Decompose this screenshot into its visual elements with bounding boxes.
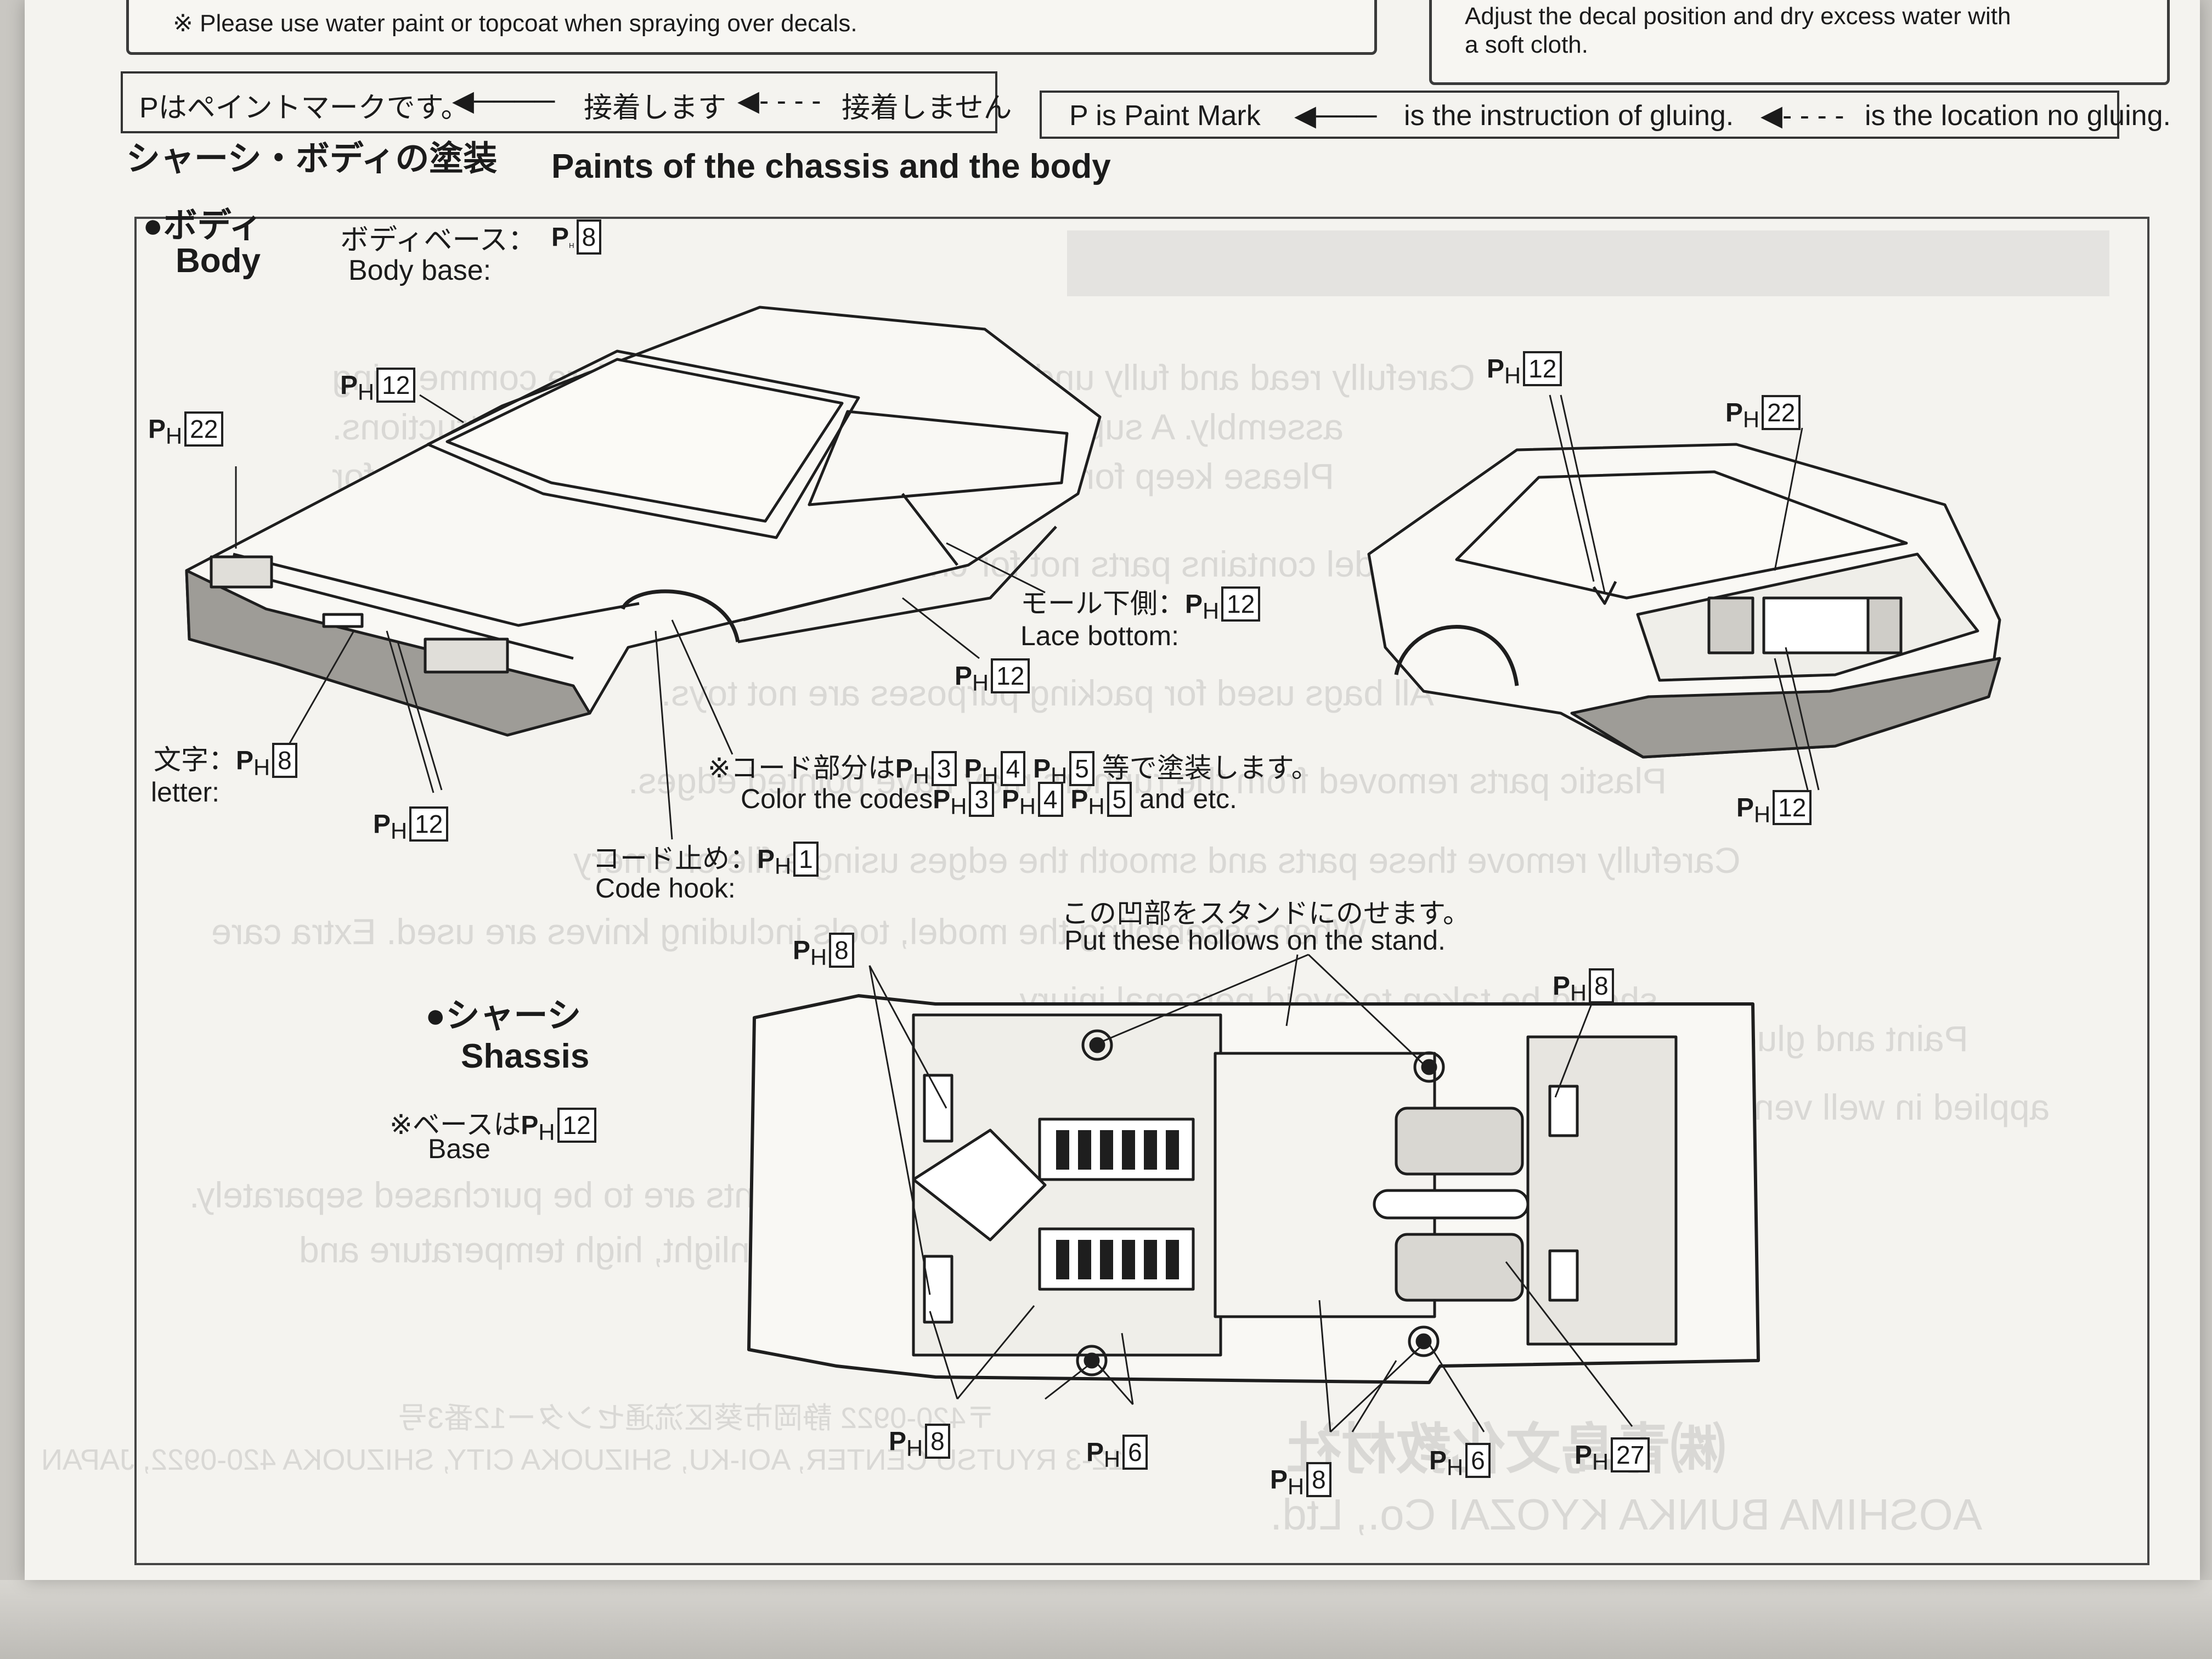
stand-note-en: Put these hollows on the stand. <box>1064 925 1446 956</box>
car-front-view <box>185 306 1102 737</box>
legend-en-paint: P is Paint Mark <box>1069 100 1261 132</box>
diagram-frame <box>134 217 2149 1565</box>
table-surface <box>0 1580 2212 1659</box>
line-art <box>185 306 2001 1433</box>
section-title-en: Paints of the chassis and the body <box>551 148 1111 185</box>
legend-jp-noglue: 接着しません <box>842 92 1012 124</box>
callout-letter-en: letter: <box>151 777 220 808</box>
legend-en-noglue: is the location no gluing. <box>1865 100 2171 132</box>
decal-note-line2: a soft cloth. <box>1465 31 1589 58</box>
stand-hollow-icons <box>1076 1029 1445 1376</box>
body-heading-en: Body <box>176 242 261 280</box>
section-title-jp: シャーシ・ボディの塗装 <box>126 140 498 178</box>
spray-note: ※ Please use water paint or topcoat when… <box>173 10 857 37</box>
body-heading-jp: ●ボディ <box>143 207 263 245</box>
leader-lines <box>235 394 1820 1433</box>
decal-note-line1: Adjust the decal position and dry excess… <box>1465 3 2011 30</box>
chassis-base-en: Base <box>428 1133 490 1164</box>
callout-lace-en: Lace bottom: <box>1020 620 1180 651</box>
arrow-dashed-icon: ◀- - - - <box>737 85 821 117</box>
chassis-plan <box>747 994 1760 1384</box>
instruction-sheet: ※ Please use water paint or topcoat when… <box>25 0 2200 1580</box>
body-base-en: Body base: <box>348 255 492 286</box>
car-rear-view <box>1367 443 2001 759</box>
legend-en: P is Paint Mark ◀─── is the instruction … <box>1040 91 2171 139</box>
arrow-dashed-icon: ◀- - - - <box>1760 100 1844 132</box>
ghost-banner <box>1067 230 2109 296</box>
legend-en-glue: is the instruction of gluing. <box>1404 100 1734 132</box>
decal-note-box: Adjust the decal position and dry excess… <box>1429 0 2170 85</box>
legend-jp-glue: 接着します <box>584 92 727 124</box>
legend-jp: Pはペイントマークです。 ◀──── 接着します ◀- - - - 接着しません <box>121 71 1012 133</box>
chassis-heading-en: Shassis <box>461 1037 590 1075</box>
chassis-slots <box>1056 1130 1179 1279</box>
body-base-jp: ボディベース： <box>340 224 537 256</box>
stand-note-jp: この凹部をスタンドにのせます。 <box>1062 898 1470 929</box>
arrow-solid-icon: ◀──── <box>452 85 555 117</box>
legend-jp-paint: Pはペイントマークです。 <box>139 92 470 124</box>
chassis-heading-jp: ●シャーシ <box>425 997 582 1035</box>
spray-note-box: ※ Please use water paint or topcoat when… <box>126 0 1377 55</box>
callout-hook-en: Code hook: <box>595 873 736 904</box>
arrow-solid-icon: ◀─── <box>1294 100 1377 132</box>
